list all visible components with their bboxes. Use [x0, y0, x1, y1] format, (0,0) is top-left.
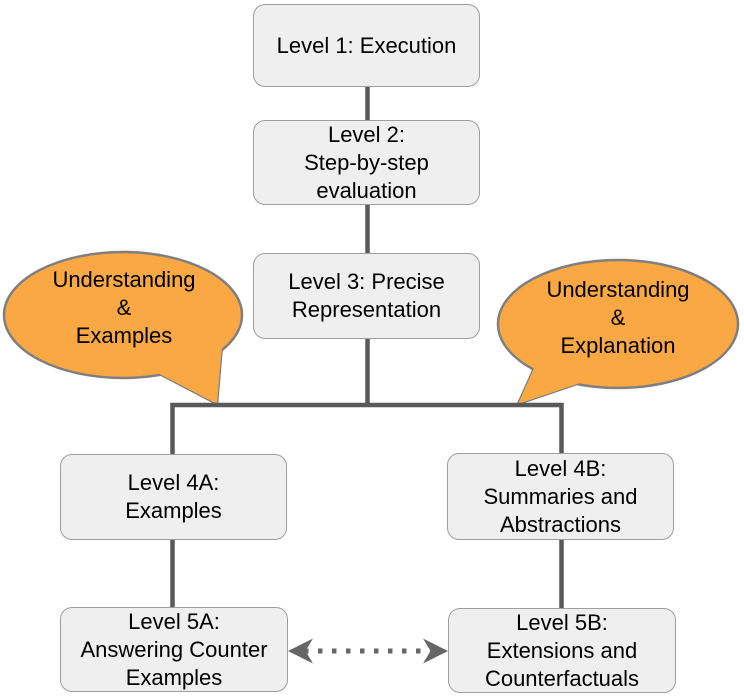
- speech-bubble-left-body: [2, 250, 244, 380]
- speech-bubble-left-label: Understanding & Examples: [52, 267, 196, 348]
- speech-bubble-right-body: [496, 258, 740, 390]
- speech-bubble-right: [496, 258, 740, 406]
- connector-branch: [170, 402, 564, 455]
- box-level-4a: Level 4A: Examples: [60, 454, 287, 540]
- arrowhead-left: [288, 638, 313, 664]
- speech-bubble-left-tail-fill: [152, 345, 222, 404]
- box-level-5a: Level 5A: Answering Counter Examples: [60, 607, 288, 692]
- box-level-5b: Level 5B: Extensions and Counterfactuals: [448, 608, 676, 693]
- arrowhead-right: [423, 638, 448, 664]
- speech-bubble-left: [2, 250, 244, 406]
- speech-bubble-right-label: Understanding & Explanation: [546, 277, 690, 358]
- box-level-2: Level 2: Step-by-step evaluation: [253, 120, 480, 205]
- box-level-3: Level 3: Precise Representation: [253, 253, 480, 339]
- box-level-4b: Level 4B: Summaries and Abstractions: [447, 453, 674, 540]
- dotted-double-arrow: [288, 638, 448, 664]
- speech-bubble-right-tail-fill: [518, 355, 580, 404]
- box-level-1: Level 1: Execution: [253, 4, 480, 87]
